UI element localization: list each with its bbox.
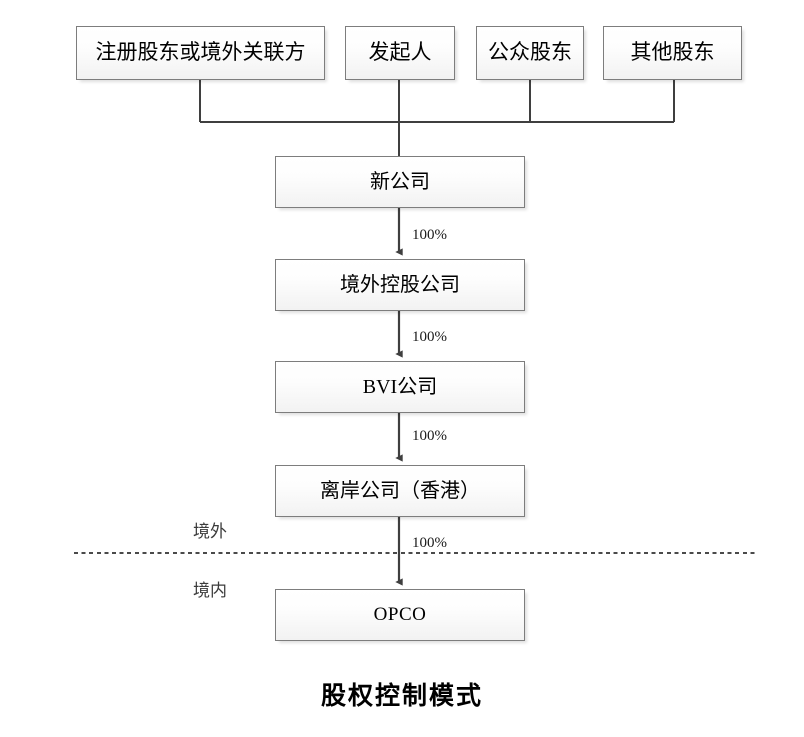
- entity-label: BVI公司: [362, 376, 438, 398]
- entity-box-bvi[interactable]: BVI公司: [275, 361, 525, 413]
- region-label-offshore: 境外: [193, 522, 227, 541]
- entity-box-offshore-holding[interactable]: 境外控股公司: [275, 259, 525, 311]
- ownership-label-hk-to-opco: 100%: [412, 535, 447, 551]
- shareholder-box-promoter[interactable]: 发起人: [345, 26, 455, 80]
- entity-label: 离岸公司（香港）: [320, 480, 480, 502]
- entity-box-new-company[interactable]: 新公司: [275, 156, 525, 208]
- diagram-caption: 股权控制模式: [320, 683, 483, 710]
- shareholder-label: 其他股东: [630, 40, 715, 65]
- shareholder-label: 发起人: [368, 40, 432, 65]
- entity-label: OPCO: [373, 603, 427, 625]
- shareholder-box-public[interactable]: 公众股东: [476, 26, 584, 80]
- ownership-label-bvi-to-hk: 100%: [412, 428, 447, 444]
- entity-box-offshore-hongkong[interactable]: 离岸公司（香港）: [275, 465, 525, 517]
- shareholder-box-other[interactable]: 其他股东: [603, 26, 742, 80]
- entity-label: 新公司: [370, 171, 430, 193]
- ownership-label-holding-to-bvi: 100%: [412, 329, 447, 345]
- shareholder-label: 注册股东或境外关联方: [95, 40, 306, 65]
- ownership-label-new-to-holding: 100%: [412, 227, 447, 243]
- region-label-onshore: 境内: [193, 581, 227, 600]
- entity-box-opco[interactable]: OPCO: [275, 589, 525, 641]
- shareholder-box-registered[interactable]: 注册股东或境外关联方: [76, 26, 325, 80]
- entity-label: 境外控股公司: [340, 274, 460, 296]
- shareholder-label: 公众股东: [488, 40, 572, 65]
